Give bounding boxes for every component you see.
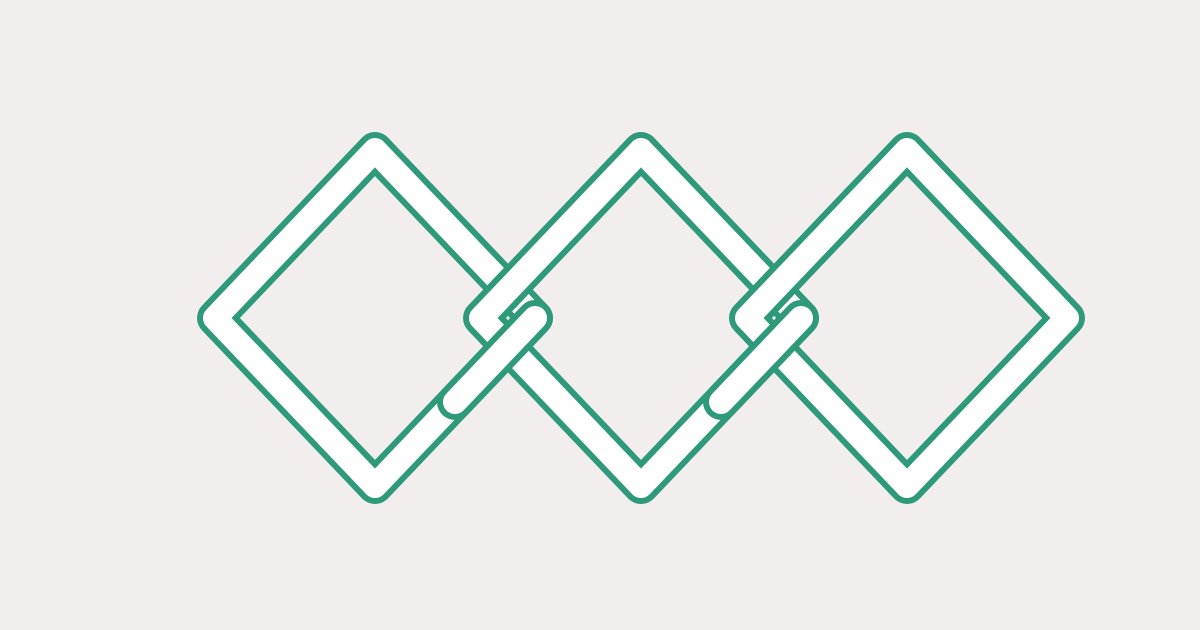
chain-interlock-left bbox=[437, 300, 553, 420]
chain-interlock-right bbox=[703, 300, 819, 420]
